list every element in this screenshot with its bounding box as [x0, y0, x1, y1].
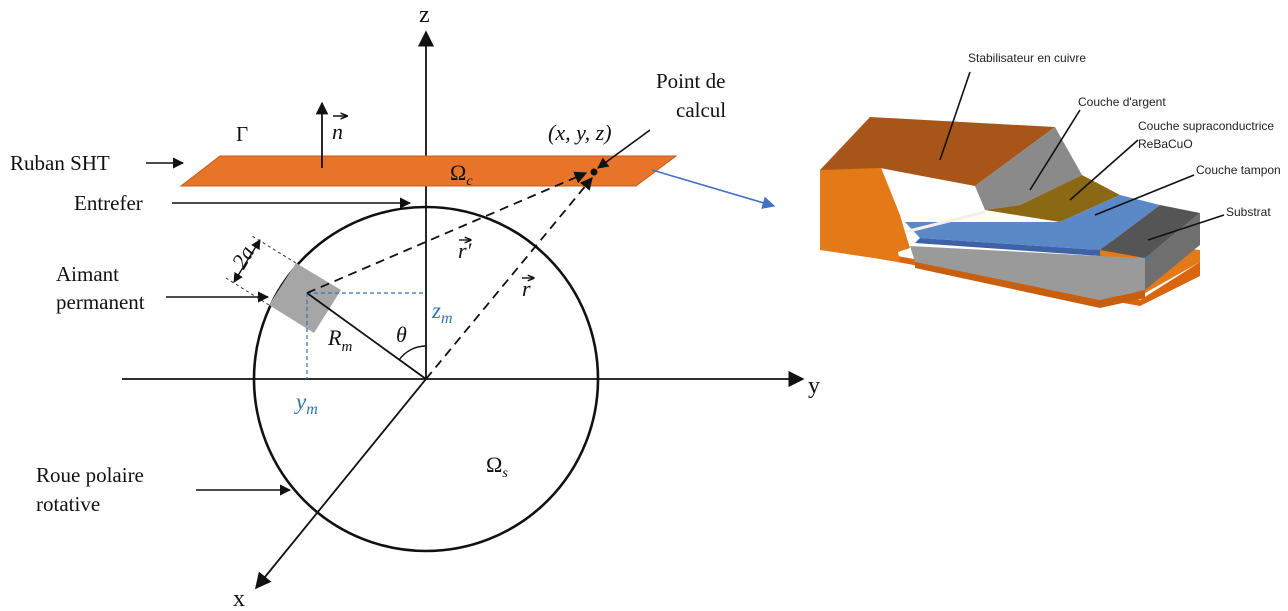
rm-radius-line	[306, 292, 427, 380]
copper-left-side	[820, 165, 910, 262]
substrate-right	[1145, 213, 1200, 290]
superconductor-layer	[905, 195, 1160, 250]
omega-s-label: Ωs	[486, 452, 508, 481]
roue-label-line2: rotative	[36, 492, 100, 516]
y-axis-label: y	[808, 373, 820, 399]
theta-arc	[398, 345, 427, 361]
zm-label: zm	[431, 298, 453, 327]
leader-stabilisateur	[939, 71, 971, 161]
silver-layer	[975, 127, 1082, 210]
theta-label: θ	[396, 322, 407, 347]
calc-point-arrow	[597, 129, 651, 169]
calculation-point	[590, 168, 598, 176]
x-axis	[254, 378, 427, 590]
hts-tape	[179, 155, 678, 187]
leader-tampon	[1094, 174, 1195, 216]
r-prime-vector	[306, 171, 588, 294]
dim-2a-arrow	[233, 239, 261, 283]
permanent-magnet	[269, 263, 341, 333]
point-de-label: Point de	[656, 69, 725, 93]
pole-wheel-circle	[252, 205, 600, 553]
leader-argent	[1029, 109, 1081, 191]
thin-white-line	[904, 210, 986, 234]
aimant-label-line1: Aimant	[56, 262, 119, 286]
coords-label: (x, y, z)	[548, 120, 612, 145]
omega-c-label: Ωc	[450, 160, 473, 189]
ym-label: ym	[294, 389, 318, 418]
label-stabilisateur: Stabilisateur en cuivre	[968, 51, 1086, 65]
calcul-label: calcul	[676, 98, 726, 122]
ruban-sht-label: Ruban SHT	[10, 151, 110, 175]
leader-substrat	[1147, 214, 1225, 241]
gold-layer	[985, 175, 1120, 222]
r-prime-label: r′	[458, 238, 473, 263]
substrate-top	[1100, 205, 1200, 258]
dim-2a-ext1	[251, 235, 297, 264]
substrate-front	[910, 246, 1145, 300]
label-supra-line2: ReBaCuO	[1138, 137, 1193, 151]
detail-link-arrow	[651, 169, 776, 209]
aimant-label-line2: permanent	[56, 290, 145, 314]
label-tampon: Couche tampon	[1196, 163, 1281, 177]
r-vector	[425, 177, 593, 380]
dim-2a-label: 2a	[226, 241, 259, 273]
label-argent: Couche d'argent	[1078, 95, 1166, 109]
leader-supra	[1069, 139, 1139, 201]
copper-top	[820, 117, 1055, 186]
roue-label-line1: Roue polaire	[36, 463, 144, 487]
gamma-label: Γ	[236, 122, 248, 146]
x-axis-label: x	[233, 586, 245, 611]
r-label: r	[522, 276, 531, 301]
tape-3d-illustration: Stabilisateur en cuivre Couche d'argent …	[820, 51, 1281, 308]
label-supra-line1: Couche supraconductrice	[1138, 119, 1274, 133]
dim-2a-ext2	[225, 277, 270, 306]
entrefer-label: Entrefer	[74, 191, 143, 215]
z-axis-label: z	[419, 2, 430, 28]
normal-vector-label: n	[332, 119, 343, 144]
rm-label: Rm	[327, 325, 352, 355]
label-substrat: Substrat	[1226, 205, 1271, 219]
buffer-layer	[915, 238, 1100, 256]
